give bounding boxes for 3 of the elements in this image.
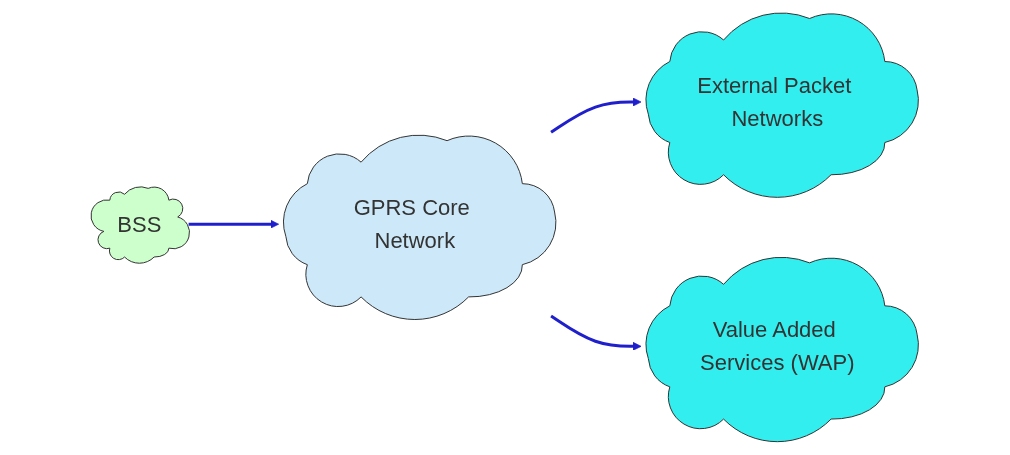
arrow [550,97,642,134]
arrow [188,219,280,229]
arrow [550,314,642,351]
